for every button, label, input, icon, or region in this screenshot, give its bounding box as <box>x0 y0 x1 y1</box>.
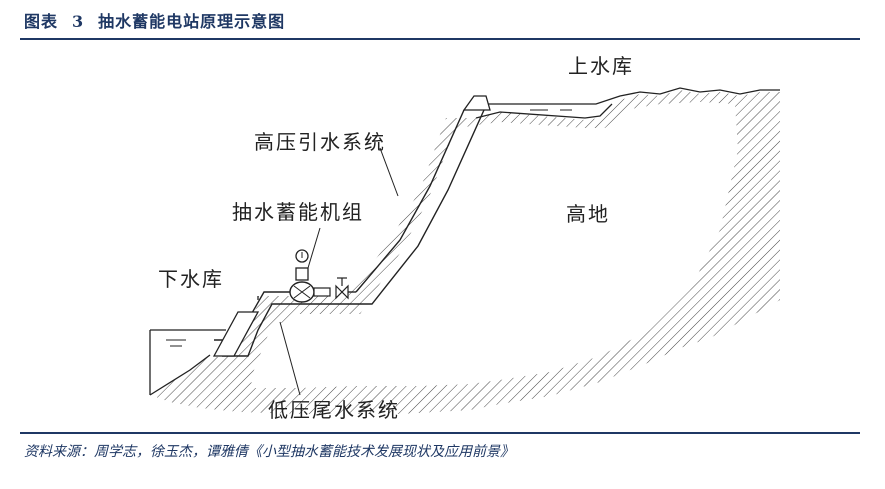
label-low-pressure-system: 低压尾水系统 <box>268 398 400 422</box>
label-lower-reservoir: 下水库 <box>158 267 224 291</box>
figure-caption: 抽水蓄能电站原理示意图 <box>98 12 286 31</box>
valve <box>335 277 349 300</box>
highland-interior <box>250 102 738 388</box>
label-pump-turbine-unit: 抽水蓄能机组 <box>232 200 364 224</box>
figure-title: 图表 3 抽水蓄能电站原理示意图 <box>24 8 285 32</box>
label-highland: 高地 <box>566 202 610 226</box>
source-divider <box>20 432 860 434</box>
label-upper-reservoir: 上水库 <box>568 54 634 78</box>
low-pressure-tunnel <box>222 303 300 357</box>
leader-high-pressure <box>379 147 399 197</box>
leader-low-pressure <box>279 321 301 396</box>
title-divider <box>20 38 860 40</box>
intake-structure <box>462 95 491 111</box>
high-pressure-penstock <box>355 109 465 293</box>
figure-number: 3 <box>72 12 85 31</box>
label-high-pressure-system: 高压引水系统 <box>254 130 386 154</box>
outlet-structure <box>212 311 260 357</box>
ground-surface <box>149 296 259 396</box>
upper-reservoir-water <box>482 104 592 118</box>
pump-turbine-unit <box>289 249 331 303</box>
figure-label: 图表 <box>24 12 59 31</box>
source-note: 资料来源：周学志，徐玉杰，谭雅倩《小型抽水蓄能技术发展现状及应用前景》 <box>24 444 514 460</box>
leader-unit <box>307 227 321 269</box>
